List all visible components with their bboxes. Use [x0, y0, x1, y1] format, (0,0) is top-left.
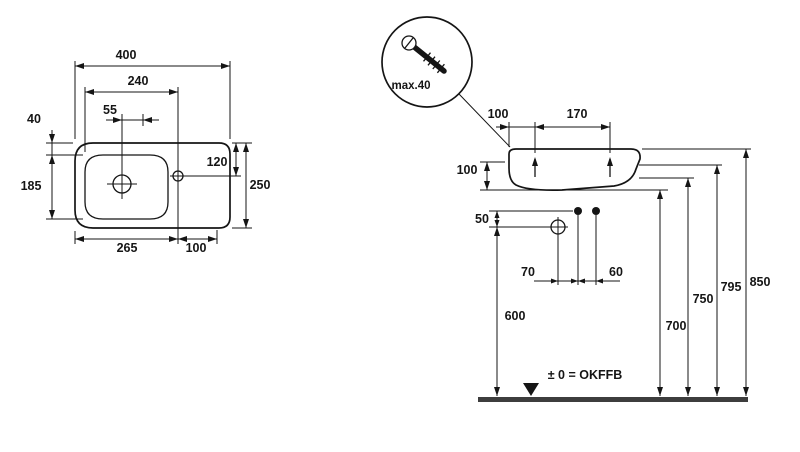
- dim-label-120: 120: [207, 155, 228, 169]
- dim-label-100-left: 100: [457, 163, 478, 177]
- dim-250: [232, 142, 252, 229]
- dim-40-185: [46, 130, 83, 220]
- screw-icon: [401, 35, 447, 74]
- dim-label-750: 750: [693, 292, 714, 306]
- dim-55: [106, 114, 159, 126]
- dim-label-600: 600: [505, 309, 526, 323]
- dim-label-55: 55: [103, 103, 117, 117]
- plan-tap-hole: [170, 87, 186, 244]
- dim-label-60: 60: [609, 265, 623, 279]
- plan-view: 400 240 55: [21, 48, 271, 255]
- dim-label-40: 40: [27, 112, 41, 126]
- floor-line: [478, 397, 748, 402]
- dim-top-100-170: [496, 122, 611, 153]
- plan-drain: [107, 114, 137, 199]
- dim-label-170: 170: [567, 107, 588, 121]
- fixing-point-arrows: [532, 157, 613, 177]
- dim-240: [84, 87, 178, 152]
- dim-left-100: [480, 161, 668, 191]
- dim-400: [74, 61, 231, 139]
- detail-label-max40: max.40: [391, 80, 430, 92]
- dim-50-600: [494, 211, 500, 396]
- dim-850: [642, 148, 751, 396]
- dim-label-795: 795: [721, 280, 742, 294]
- dim-70-60: [534, 278, 620, 284]
- dim-label-850: 850: [750, 275, 771, 289]
- dim-795: [639, 164, 722, 396]
- dim-120: [184, 143, 241, 177]
- fixing-dot-left: [574, 207, 582, 215]
- dim-label-240: 240: [128, 74, 149, 88]
- detail-balloon: max.40: [381, 16, 511, 148]
- drawing-root: 400 240 55: [21, 16, 771, 402]
- dim-label-250: 250: [250, 178, 271, 192]
- dim-label-700: 700: [666, 319, 687, 333]
- fixing-dots: [489, 207, 600, 285]
- plan-bowl-outline: [84, 154, 169, 220]
- plan-basin-outline: [74, 142, 231, 229]
- dim-label-100-bottom: 100: [186, 241, 207, 255]
- fixing-dot-right: [592, 207, 600, 215]
- dim-label-100-top: 100: [488, 107, 509, 121]
- balloon-circle: [381, 16, 473, 108]
- dim-label-50: 50: [475, 212, 489, 226]
- dim-label-70: 70: [521, 265, 535, 279]
- dim-700: [657, 190, 663, 396]
- balloon-leader-line: [458, 93, 511, 148]
- floor: [478, 383, 748, 402]
- floor-reference-label: ± 0 = OKFFB: [548, 368, 623, 382]
- level-marker-icon: [523, 383, 539, 396]
- dim-label-185: 185: [21, 179, 42, 193]
- dim-label-265: 265: [117, 241, 138, 255]
- elevation-basin-profile: [508, 148, 641, 191]
- dim-750: [639, 177, 694, 396]
- elevation-drain: [489, 217, 568, 285]
- dim-label-400: 400: [116, 48, 137, 62]
- elevation-view: 100 170 100: [457, 107, 771, 402]
- dim-265-100: [74, 230, 218, 244]
